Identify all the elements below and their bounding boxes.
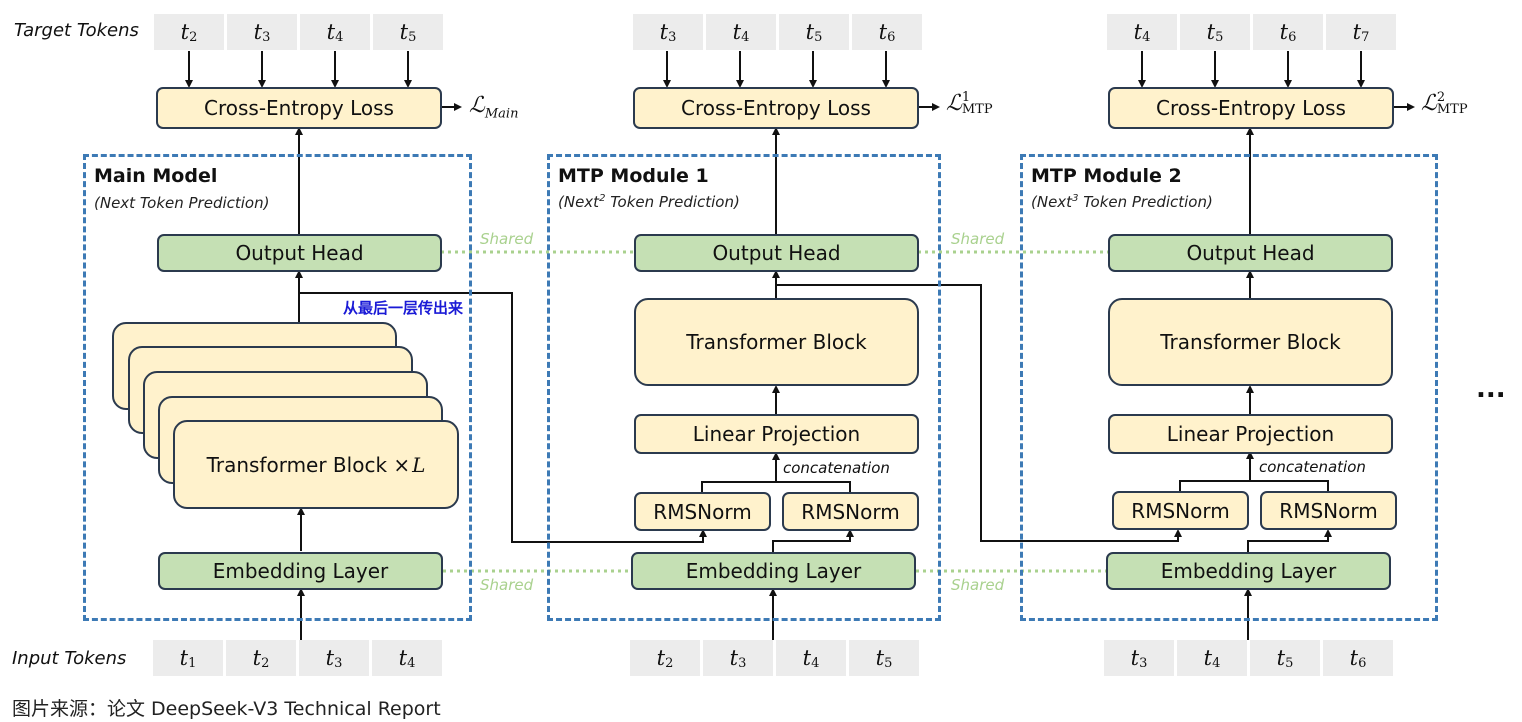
input-tokens-label: Input Tokens <box>12 648 127 669</box>
main-embedding-layer: Embedding Layer <box>158 552 443 590</box>
arrows <box>185 51 1415 640</box>
mtp2-transformer-block: Transformer Block <box>1108 298 1393 386</box>
mtp-module-2-subtitle: (Next3 Token Prediction) <box>1031 193 1213 211</box>
mtp-module-2-container <box>1020 154 1438 621</box>
mtp-module-2-title: MTP Module 2 <box>1031 165 1182 187</box>
main-loss-symbol: ℒMain <box>469 93 519 122</box>
figure-caption: 图片来源：论文 DeepSeek-V3 Technical Report <box>12 698 441 720</box>
concatenation-label: concatenation <box>783 459 890 477</box>
shared-label: Shared <box>480 230 534 248</box>
shared-label: Shared <box>951 576 1005 594</box>
main-model-subtitle: (Next Token Prediction) <box>94 194 270 212</box>
mtp2-cross-entropy-loss: Cross-Entropy Loss <box>1108 87 1394 129</box>
mtp2-rmsnorm-right: RMSNorm <box>1260 491 1397 530</box>
concatenation-label: concatenation <box>1259 458 1366 476</box>
main-model-title: Main Model <box>94 165 218 187</box>
mtp-module-1-subtitle: (Next2 Token Prediction) <box>558 193 740 211</box>
main-output-head: Output Head <box>157 234 442 272</box>
target-tokens-label: Target Tokens <box>14 20 139 41</box>
main-transformer-block: Transformer Block × L <box>173 420 459 509</box>
mtp1-transformer-block: Transformer Block <box>634 298 919 386</box>
mtp-module-1-title: MTP Module 1 <box>558 165 709 187</box>
mtp1-rmsnorm-left: RMSNorm <box>634 492 771 531</box>
more-modules-ellipsis: ... <box>1476 374 1506 404</box>
mtp2-embedding-layer: Embedding Layer <box>1106 552 1391 590</box>
mtp1-cross-entropy-loss: Cross-Entropy Loss <box>633 87 919 129</box>
shared-label: Shared <box>480 576 534 594</box>
last-layer-annotation: 从最后一层传出来 <box>343 299 464 317</box>
mtp-module-1-container <box>547 154 941 621</box>
mtp1-output-head: Output Head <box>634 234 919 272</box>
shared-label: Shared <box>951 230 1005 248</box>
mtp1-rmsnorm-right: RMSNorm <box>782 492 919 531</box>
mtp2-linear-projection: Linear Projection <box>1108 414 1393 454</box>
mtp2-rmsnorm-left: RMSNorm <box>1112 491 1249 530</box>
main-model-container <box>83 154 472 621</box>
mtp1-embedding-layer: Embedding Layer <box>631 552 916 590</box>
main-cross-entropy-loss: Cross-Entropy Loss <box>156 87 442 129</box>
mtp2-output-head: Output Head <box>1108 234 1393 272</box>
mtp1-linear-projection: Linear Projection <box>634 414 919 454</box>
shared-weight-lines <box>441 250 1109 573</box>
